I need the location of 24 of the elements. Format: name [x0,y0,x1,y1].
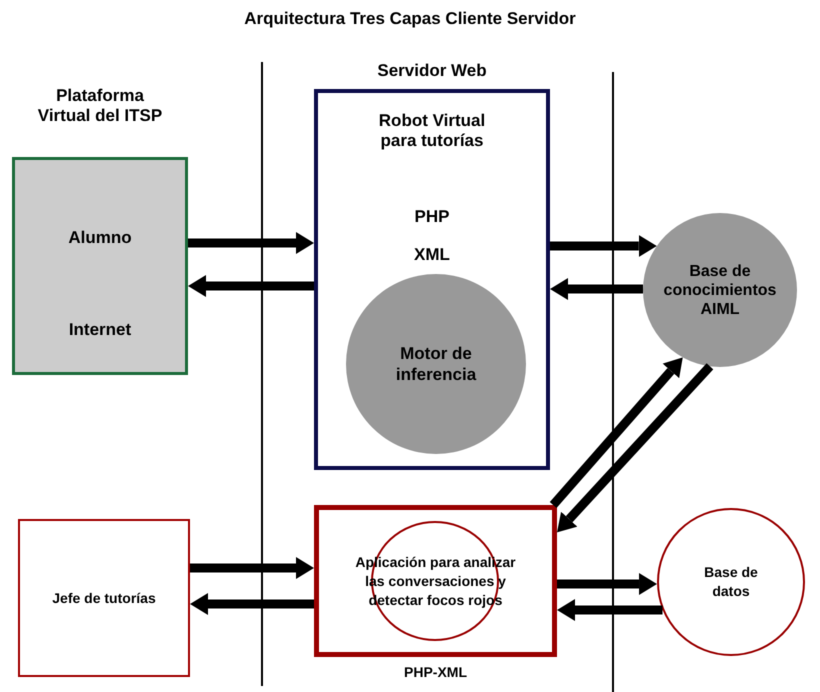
arrow [190,557,314,579]
node-label: Base de conocimientos AIML [662,262,778,318]
heading: Servidor Web [377,61,487,81]
arrow [188,232,314,254]
node-label: PHP [414,207,450,227]
arrow [557,363,714,532]
heading: Plataforma Virtual del ITSP [38,86,162,126]
arrow [550,278,643,300]
role-box [18,519,190,677]
node-label: PHP-XML [404,664,467,681]
arrow [550,357,683,508]
arrow [190,593,314,615]
node-label: Jefe de tutorías [52,588,156,608]
diagram-title: Arquitectura Tres Capas Cliente Servidor [244,8,576,30]
arrow [557,599,662,621]
node-label: Base de datos [703,563,759,601]
arrow [188,275,314,297]
arrow [557,573,658,595]
node-label: Alumno [68,228,132,248]
arrow [550,235,657,257]
node-label: XML [414,245,450,265]
node-label: Internet [68,320,132,340]
node-label: Robot Virtual para tutorías [378,111,486,151]
node-label: Motor de inferencia [394,343,478,385]
